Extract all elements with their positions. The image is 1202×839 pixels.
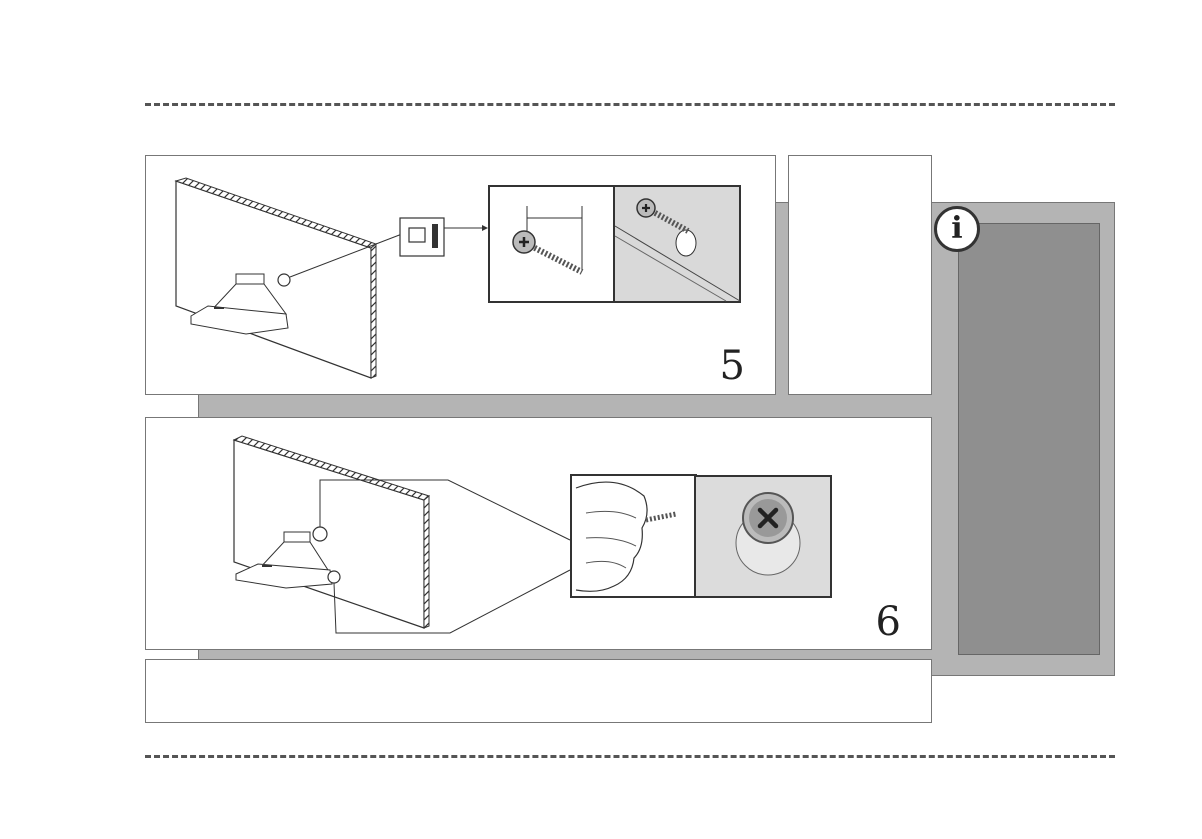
step-number-6: 6 [876,602,901,642]
wall-edge [371,244,376,378]
lower-screw-marker [328,571,340,583]
upper-screw-marker [313,527,327,541]
info-icon: i [934,206,980,252]
step-number-5: 5 [720,346,745,386]
bracket-top [236,274,264,284]
bottom-dashed-divider [145,755,1115,758]
step-5-panel: 5 [145,155,776,395]
step-5-illustration [146,156,777,396]
screw-hole-marker [278,274,290,286]
step-6-panel: 6 [145,417,932,650]
step-6-illustration [146,418,933,651]
bottom-notes-panel [145,659,932,723]
info-text-box [958,223,1100,655]
info-glyph: i [951,211,962,246]
top-dashed-divider [145,103,1115,106]
step-5-notes-panel [788,155,932,395]
